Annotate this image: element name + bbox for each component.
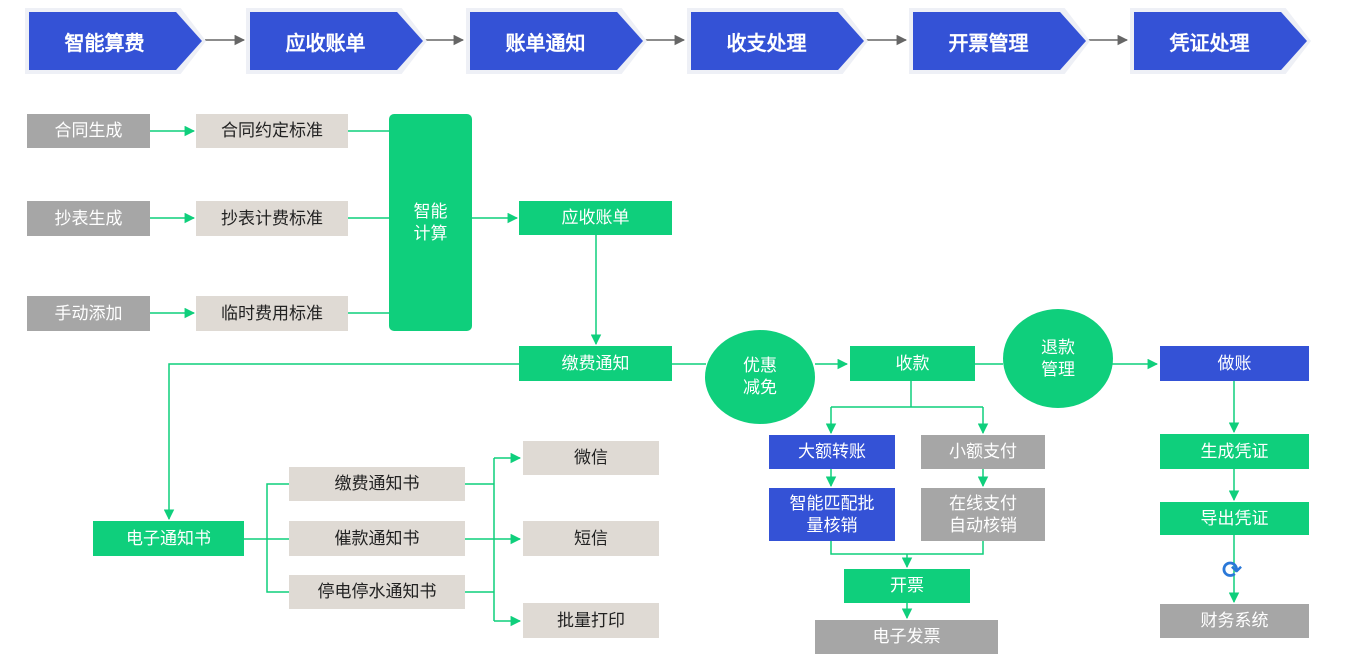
- smart-calc: 智能 计算: [389, 114, 472, 331]
- standard-contract: 合同约定标准: [196, 114, 348, 148]
- receivable-bill: 应收账单: [519, 201, 672, 235]
- source-meter: 抄表生成: [27, 201, 150, 236]
- notice-type: 催款通知书: [289, 521, 465, 556]
- step-chevron: 收支处理: [691, 12, 864, 70]
- e-invoice: 电子发票: [815, 620, 998, 654]
- step-chevron: 应收账单: [250, 12, 423, 70]
- online-payment: 在线支付 自动核销: [921, 488, 1045, 541]
- discount-circle: 优惠 减免: [705, 330, 815, 424]
- step-chevron: 凭证处理: [1134, 12, 1307, 70]
- payment-notice: 缴费通知: [519, 346, 672, 381]
- large-transfer: 大额转账: [769, 435, 895, 469]
- e-notice: 电子通知书: [93, 521, 244, 556]
- smart-match: 智能匹配批 量核销: [769, 488, 895, 541]
- bookkeeping: 做账: [1160, 346, 1309, 381]
- collect: 收款: [850, 346, 975, 381]
- channel-sms: 短信: [523, 521, 659, 556]
- generate-voucher: 生成凭证: [1160, 434, 1309, 469]
- small-payment: 小额支付: [921, 435, 1045, 469]
- step-chevron: 账单通知: [470, 12, 643, 70]
- standard-temporary: 临时费用标准: [196, 296, 348, 331]
- finance-system: 财务系统: [1160, 604, 1309, 638]
- notice-type: 停电停水通知书: [289, 575, 465, 609]
- export-voucher: 导出凭证: [1160, 502, 1309, 535]
- notice-type: 缴费通知书: [289, 467, 465, 501]
- channel-wechat: 微信: [523, 441, 659, 475]
- step-chevron: 智能算费: [29, 12, 202, 70]
- step-chevron: 开票管理: [913, 12, 1086, 70]
- sync-icon: ⟳: [1222, 556, 1243, 584]
- refund-circle: 退款 管理: [1003, 309, 1113, 408]
- standard-meter: 抄表计费标准: [196, 201, 348, 236]
- source-manual: 手动添加: [27, 296, 150, 331]
- invoice: 开票: [844, 569, 970, 603]
- source-contract: 合同生成: [27, 114, 150, 148]
- channel-print: 批量打印: [523, 603, 659, 638]
